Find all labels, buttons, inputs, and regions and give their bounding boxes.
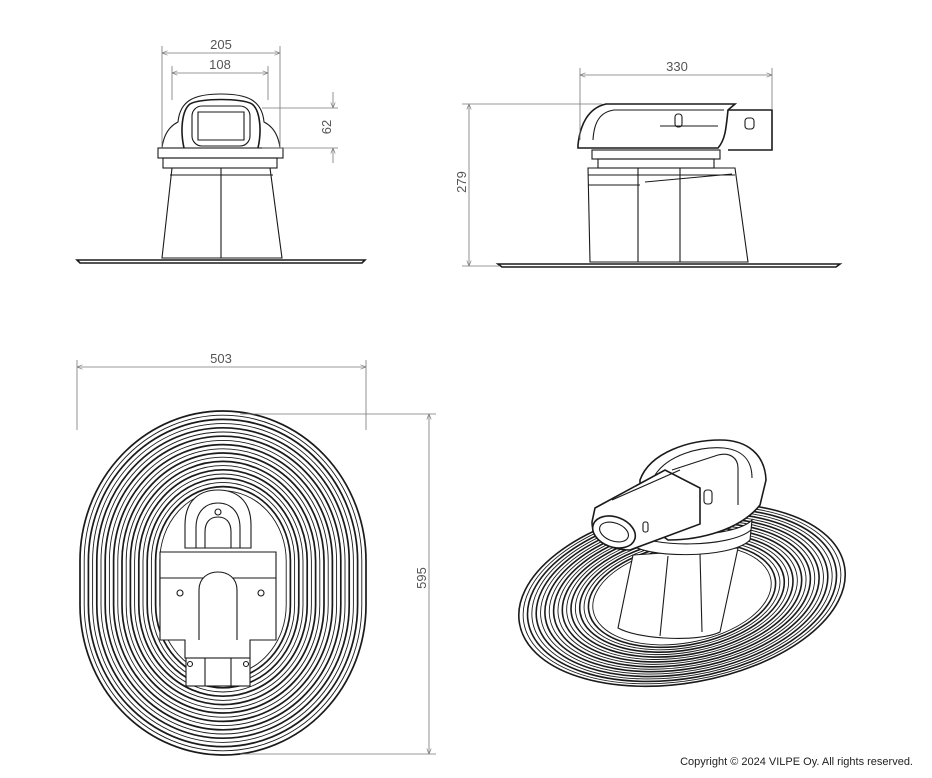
side-width-label: 330 <box>666 59 688 74</box>
top-width-label: 503 <box>210 351 232 366</box>
flashing-ridge <box>134 465 312 701</box>
flashing-ridge <box>142 473 304 693</box>
top-dimensions: 503 595 <box>76 351 436 755</box>
flashing-ridge <box>146 477 300 689</box>
flashing-ridge <box>108 439 338 727</box>
top-view <box>79 410 367 756</box>
flashing-ridge <box>104 435 342 731</box>
top-length-label: 595 <box>414 567 429 589</box>
flashing-ridge <box>83 414 363 752</box>
flashing-ridge <box>117 448 329 718</box>
flashing-ridge <box>87 418 359 748</box>
front-inner-width-label: 108 <box>209 57 231 72</box>
flashing-ridge <box>95 426 351 740</box>
side-dimensions: 330 279 <box>454 59 773 267</box>
front-outer-width-label: 205 <box>210 37 232 52</box>
flashing-ridge <box>112 443 334 723</box>
flashing-ridge <box>129 460 317 706</box>
side-height-label: 279 <box>454 171 469 193</box>
flashing-ridge <box>137 468 309 698</box>
front-view <box>75 93 367 264</box>
front-dimensions: 205 108 62 <box>161 37 338 163</box>
copyright-text: Copyright © 2024 VILPE Oy. All rights re… <box>680 756 913 768</box>
isometric-view <box>517 439 847 688</box>
side-view <box>495 103 843 268</box>
flashing-ridge <box>121 452 325 714</box>
front-duct-height-label: 62 <box>319 120 334 134</box>
flashing-ridge <box>125 456 321 710</box>
flashing-ridge <box>100 431 346 735</box>
flashing-ridge <box>92 423 354 743</box>
